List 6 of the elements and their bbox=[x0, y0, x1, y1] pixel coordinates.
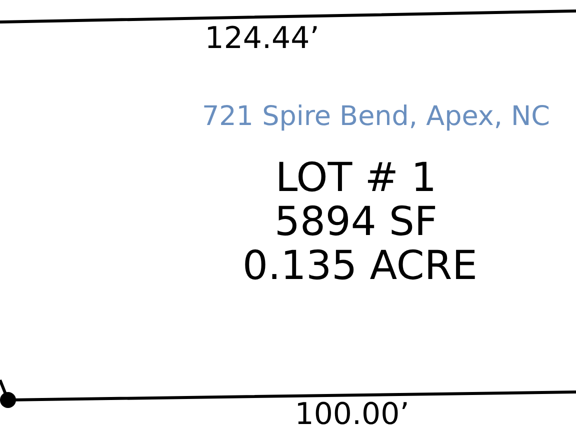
lot-number-text: LOT # 1 bbox=[275, 158, 437, 198]
area-text: 5894 SF bbox=[274, 202, 438, 242]
address-text: 721 Spire Bend, Apex, NC bbox=[202, 103, 550, 130]
dimension-text: 100.00’ bbox=[294, 400, 410, 430]
dimension-text: 124.44’ bbox=[204, 24, 320, 54]
acreage-text: 0.135 ACRE bbox=[242, 246, 478, 286]
